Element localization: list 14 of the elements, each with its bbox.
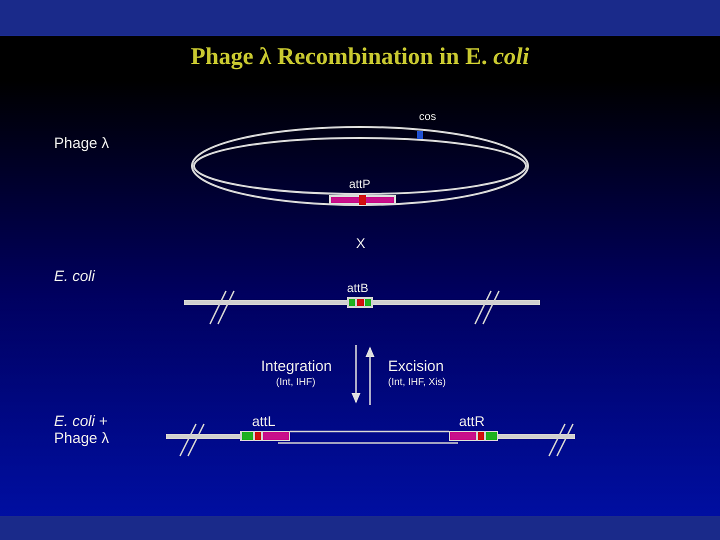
site-label: cos — [419, 111, 436, 124]
process-label: Integration — [261, 359, 332, 376]
row-label: E. coli — [54, 269, 95, 286]
site-label: attR — [459, 414, 485, 430]
enzyme-label: (Int, IHF, Xis) — [388, 377, 446, 388]
site-label: attL — [252, 414, 276, 430]
enzyme-label: (Int, IHF) — [276, 377, 316, 388]
site-label: attB — [347, 282, 368, 296]
crossover-mark: X — [356, 236, 366, 252]
process-label: Excision — [388, 359, 444, 376]
site-label: attP — [349, 178, 370, 192]
row-label: E. coli + Phage λ — [54, 414, 110, 447]
title: Phage λ Recombination in E. coli — [190, 44, 530, 71]
row-label: Phage λ — [54, 136, 110, 152]
